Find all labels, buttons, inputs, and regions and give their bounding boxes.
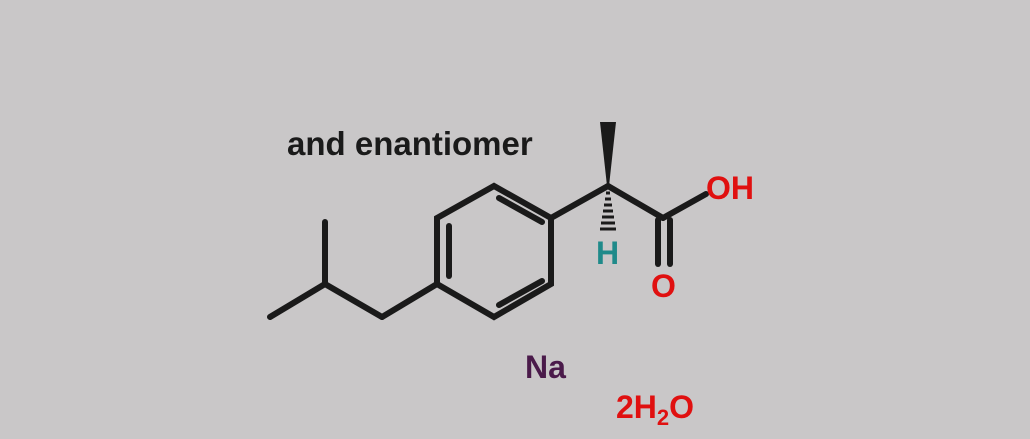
sodium-label: Na: [525, 349, 566, 385]
bond-layer: [267, 182, 709, 321]
carbonyl-oxygen-label: O: [651, 268, 676, 304]
ring-double-bond-bottom: [496, 278, 545, 308]
hashed-bond-hydrogen: [600, 191, 616, 231]
hydrate-subscript: 2: [657, 405, 669, 430]
hydrate-o: O: [669, 389, 694, 425]
bond-ch-ch2: [322, 281, 385, 320]
benzene-ring: [434, 182, 554, 321]
hydrate-label: 2H2O: [616, 389, 694, 430]
hydroxyl-label: OH: [706, 170, 754, 206]
hydrate-coefficient: 2: [616, 389, 634, 425]
hydrate-h: H: [634, 389, 657, 425]
ring-double-bond-top: [496, 195, 545, 225]
bond-methyl-left: [267, 281, 328, 320]
wedge-bond-methyl: [600, 122, 616, 186]
bond-carboxyl-oh: [660, 191, 709, 221]
stereo-hydrogen-label: H: [596, 235, 619, 271]
bond-chiral-carboxyl: [605, 183, 666, 221]
bond-ring-chiral: [548, 183, 611, 221]
bond-ch2-ring: [379, 281, 440, 320]
caption-text: and enantiomer: [287, 125, 533, 162]
